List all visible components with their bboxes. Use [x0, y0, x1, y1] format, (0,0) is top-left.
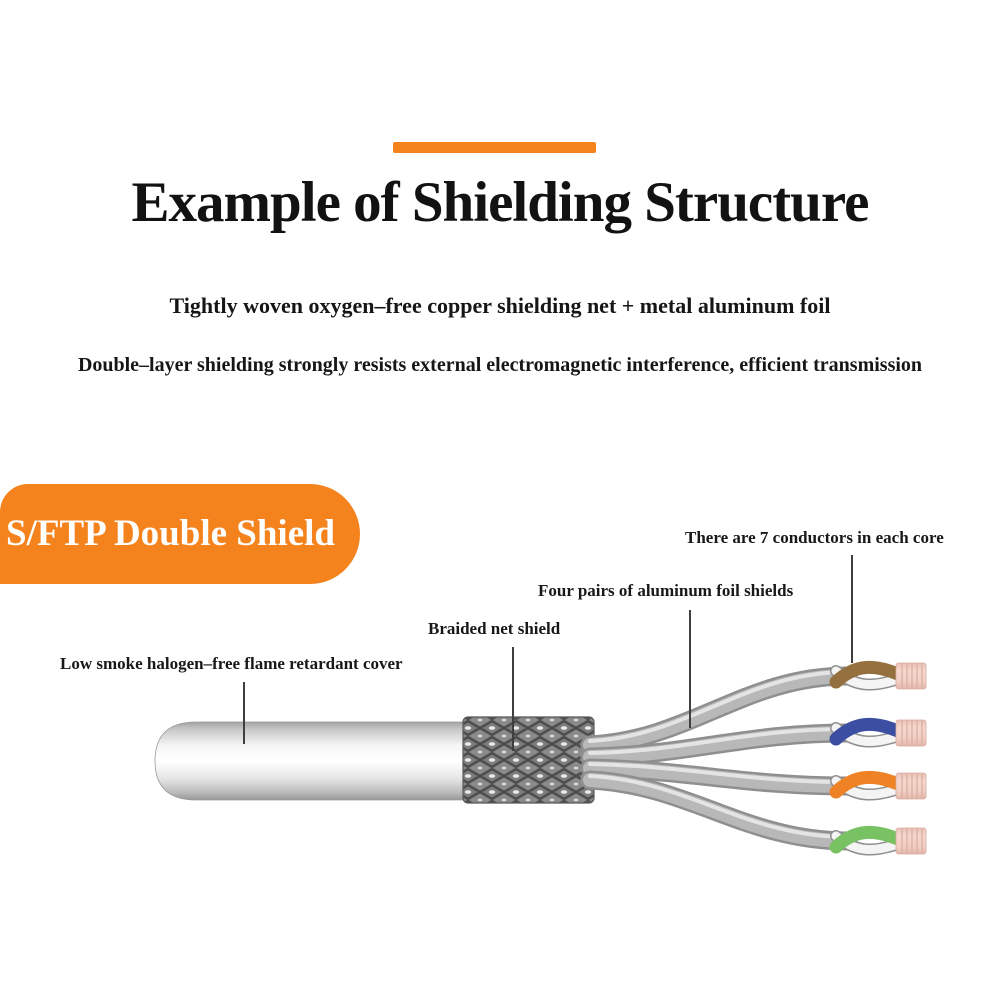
twisted-pair-brown — [829, 660, 927, 691]
page-title: Example of Shielding Structure — [131, 171, 870, 234]
cable-cutaway-illustration — [154, 660, 927, 856]
sftp-double-shield-badge: S/FTP Double Shield — [0, 484, 360, 584]
braided-net-shield — [462, 716, 595, 804]
foil-tube-brown — [580, 666, 858, 755]
leader-line-foil-shields — [689, 610, 691, 728]
twisted-pair-green — [829, 825, 927, 856]
conductor-bundle-orange — [895, 772, 927, 800]
conductor-bundle-blue — [895, 719, 927, 747]
leader-line-seven-conductors — [851, 555, 853, 663]
label-seven-conductors: There are 7 conductors in each core — [685, 528, 944, 547]
conductor-bundle-brown — [895, 662, 927, 690]
foil-tube-orange — [580, 758, 858, 796]
label-foil-shields: Four pairs of aluminum foil shields — [538, 581, 794, 600]
label-flame-retardant-cover: Low smoke halogen–free flame retardant c… — [60, 654, 403, 673]
badge-label: S/FTP Double Shield — [6, 513, 335, 554]
leader-line-braided-shield — [512, 647, 514, 751]
accent-divider-bar — [393, 142, 596, 153]
foil-tube-green — [580, 770, 858, 851]
subtitle-line-2: Double–layer shielding strongly resists … — [77, 354, 923, 376]
subtitle-line-1: Tightly woven oxygen–free copper shieldi… — [169, 293, 831, 318]
conductor-bundle-green — [895, 827, 927, 855]
foil-tube-blue — [580, 723, 858, 767]
foil-tube-group — [580, 666, 858, 851]
cable-jacket — [154, 721, 479, 801]
leader-line-cover — [243, 682, 245, 744]
twisted-pair-blue — [829, 717, 927, 748]
label-braided-shield: Braided net shield — [428, 619, 561, 638]
twisted-pair-orange — [829, 770, 927, 801]
